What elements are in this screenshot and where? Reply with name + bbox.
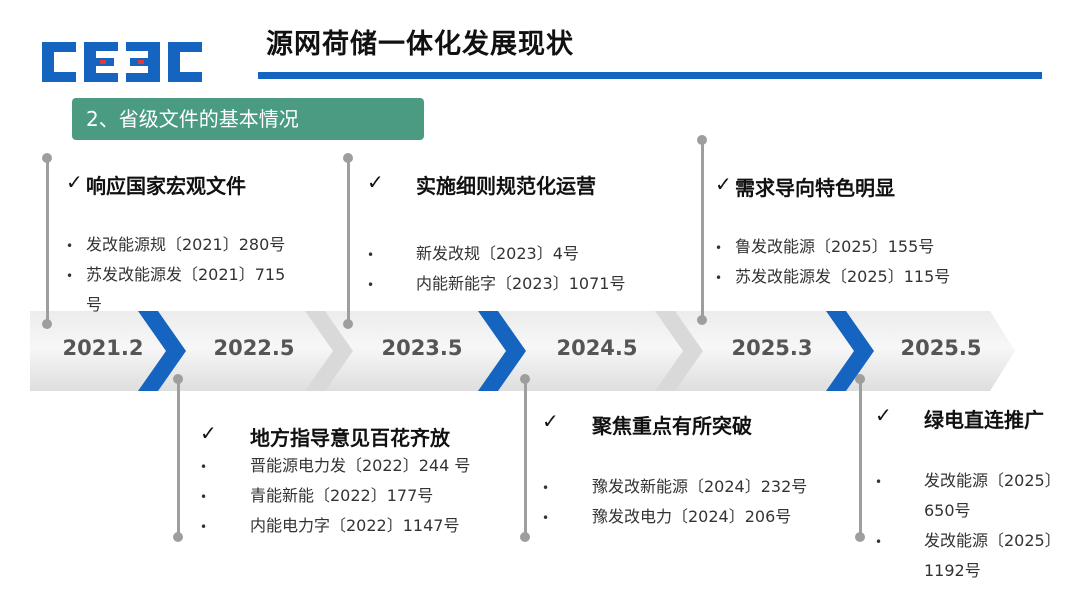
connector-dot	[42, 319, 52, 329]
milestone-heading: 聚焦重点有所突破	[592, 414, 752, 438]
document-ref: 号	[86, 295, 103, 314]
document-ref: 苏发改能源发〔2025〕115号	[735, 267, 951, 286]
check-icon: ✓	[367, 170, 384, 194]
timeline-date: 2022.5	[213, 336, 295, 360]
timeline-date: 2021.2	[62, 336, 144, 360]
ceec-logo	[42, 42, 202, 82]
document-ref: 发改能源规〔2021〕280号	[86, 235, 286, 254]
check-icon: ✓	[715, 172, 732, 196]
bullet-icon: •	[200, 490, 208, 504]
check-icon: ✓	[66, 170, 83, 194]
document-ref: 发改能源〔2025〕	[924, 531, 1061, 550]
connector-dot	[173, 532, 183, 542]
connector-line	[859, 379, 862, 537]
connector-dot	[520, 532, 530, 542]
document-ref: 新发改规〔2023〕4号	[416, 244, 579, 263]
document-ref: 1192号	[924, 561, 981, 580]
milestone-heading: 地方指导意见百花齐放	[250, 426, 450, 450]
bullet-icon: •	[200, 520, 208, 534]
document-ref: 豫发改新能源〔2024〕232号	[592, 477, 808, 496]
check-icon: ✓	[200, 421, 217, 445]
document-ref: 豫发改电力〔2024〕206号	[592, 507, 792, 526]
milestone-heading: 绿电直连推广	[924, 408, 1044, 432]
bullet-icon: •	[542, 481, 550, 495]
connector-dot	[855, 532, 865, 542]
check-icon: ✓	[875, 403, 892, 427]
connector-line	[524, 379, 527, 537]
document-ref: 650号	[924, 501, 971, 520]
bullet-icon: •	[367, 248, 375, 262]
bullet-icon: •	[367, 278, 375, 292]
milestone-heading: 实施细则规范化运营	[416, 174, 596, 198]
connector-line	[46, 158, 49, 324]
page-title: 源网荷储一体化发展现状	[266, 29, 574, 60]
milestone-heading: 响应国家宏观文件	[86, 174, 246, 198]
document-ref: 内能电力字〔2022〕1147号	[250, 516, 460, 535]
document-ref: 晋能源电力发〔2022〕244 号	[250, 456, 471, 475]
timeline-date: 2024.5	[556, 336, 638, 360]
title-underline	[258, 72, 1042, 79]
connector-dot	[697, 315, 707, 325]
timeline-date: 2025.5	[900, 336, 982, 360]
bullet-icon: •	[542, 511, 550, 525]
timeline-date: 2025.3	[731, 336, 813, 360]
bullet-icon: •	[715, 241, 723, 255]
bullet-icon: •	[200, 460, 208, 474]
document-ref: 鲁发改能源〔2025〕155号	[735, 237, 935, 256]
document-ref: 青能新能〔2022〕177号	[250, 486, 434, 505]
bullet-icon: •	[875, 475, 883, 489]
connector-dot	[343, 319, 353, 329]
document-ref: 发改能源〔2025〕	[924, 471, 1061, 490]
document-ref: 内能新能字〔2023〕1071号	[416, 274, 626, 293]
check-icon: ✓	[542, 409, 559, 433]
section-tag: 2、省级文件的基本情况	[72, 98, 424, 140]
bullet-icon: •	[875, 535, 883, 549]
bullet-icon: •	[66, 269, 74, 283]
milestone-heading: 需求导向特色明显	[735, 176, 895, 200]
connector-line	[701, 140, 704, 320]
bullet-icon: •	[715, 271, 723, 285]
connector-line	[347, 158, 350, 324]
timeline-date: 2023.5	[381, 336, 463, 360]
connector-line	[177, 379, 180, 537]
bullet-icon: •	[66, 239, 74, 253]
document-ref: 苏发改能源发〔2021〕715	[86, 265, 286, 284]
